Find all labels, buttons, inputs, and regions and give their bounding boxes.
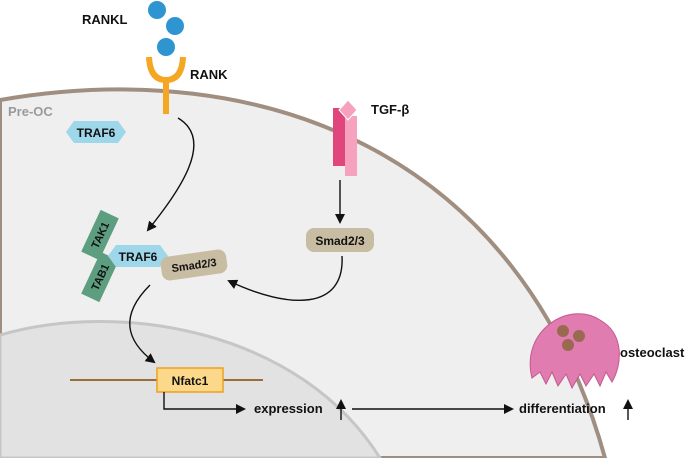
traf6-complex-protein: TRAF6 [108, 245, 168, 267]
rank-label: RANK [190, 67, 228, 82]
rankl-dot [157, 38, 175, 56]
traf6-complex-label: TRAF6 [119, 250, 158, 264]
rankl-dot [148, 1, 166, 19]
tak1-protein: TAK1 [81, 209, 119, 261]
pre-oc-label: Pre-OC [8, 104, 53, 119]
nfatc1-label: Nfatc1 [172, 374, 209, 388]
rank-receptor [146, 56, 186, 114]
smad23-complex-protein: Smad2/3 [160, 249, 228, 281]
tab1-protein: TAB1 [81, 251, 119, 303]
arrow-smad-to-complex [227, 255, 343, 302]
arrow-nfatc1-to-expression [163, 392, 246, 414]
arrow-rank-to-traf6 [146, 117, 195, 232]
rankl-ligand [148, 1, 184, 56]
tgf-beta-label: TGF-β [371, 102, 409, 117]
nfatc1-gene: Nfatc1 [156, 367, 224, 393]
osteoclast-cell [529, 313, 620, 390]
traf6-label: TRAF6 [77, 126, 116, 140]
osteoclast-nucleus [562, 339, 574, 351]
signaling-complex: TAK1 TAB1 TRAF6 Smad2/3 [81, 209, 228, 303]
rankl-label: RANKL [82, 12, 128, 27]
traf6-protein: TRAF6 [66, 121, 126, 143]
osteoclast-nucleus [573, 330, 585, 342]
osteoclast-label: osteoclast [620, 345, 685, 360]
rankl-dot [166, 17, 184, 35]
smad23-protein: Smad2/3 [306, 228, 374, 252]
osteoclast-nucleus [557, 325, 569, 337]
arrow-complex-to-nfatc1 [129, 284, 156, 364]
tgf-beta-receptor [333, 99, 358, 176]
expression-label: expression [254, 401, 323, 416]
differentiation-label: differentiation [519, 401, 606, 416]
smad23-label: Smad2/3 [315, 234, 365, 248]
